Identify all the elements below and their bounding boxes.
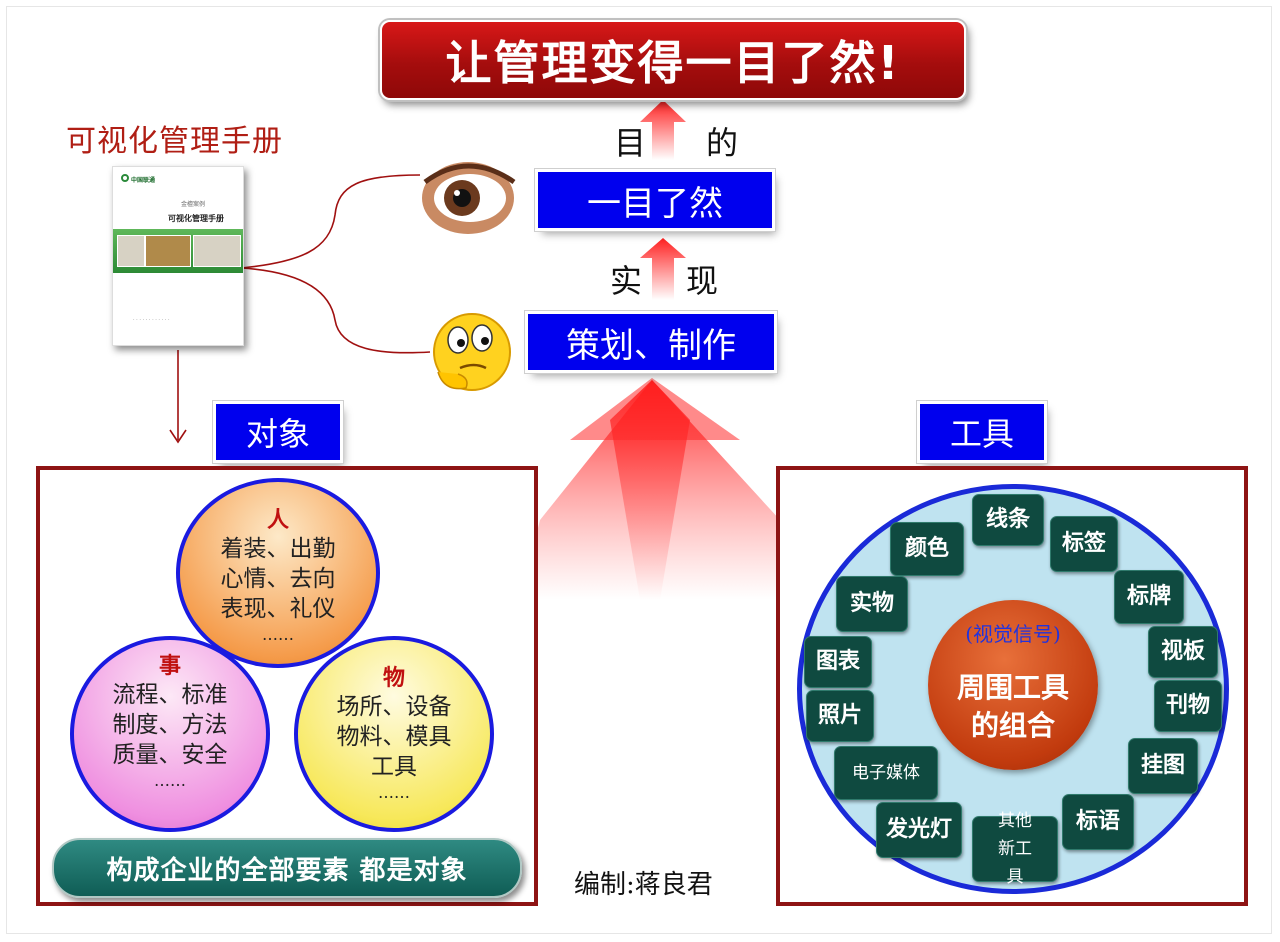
affairs-line: 质量、安全 xyxy=(112,742,228,768)
people-circle: 人 着装、出勤 心情、去向 表现、礼仪 …… xyxy=(176,478,380,668)
realize-right: 现 xyxy=(686,262,719,300)
tool-publication: 刊物 xyxy=(1154,680,1222,732)
manual-down-head xyxy=(169,429,187,444)
tool-signboard: 标牌 xyxy=(1114,570,1184,624)
people-line: 心情、去向 xyxy=(220,566,336,592)
tool-slogan: 标语 xyxy=(1062,794,1134,850)
beam-center xyxy=(570,378,740,440)
manual-caption: 可视化管理手册 xyxy=(66,124,283,159)
arrow-to-goal xyxy=(640,238,686,300)
cover-photo xyxy=(117,235,145,267)
things-line: 物料、模具 xyxy=(336,724,452,750)
thinking-face-icon xyxy=(433,313,511,391)
tool-other: 其他新工具 xyxy=(972,811,1058,887)
people-line: …… xyxy=(262,625,294,644)
center-line1: 周围工具 xyxy=(956,671,1069,704)
cover-title: 可视化管理手册 xyxy=(168,214,224,223)
eye-icon xyxy=(422,162,516,234)
tool-photo: 照片 xyxy=(806,690,874,742)
connector-to-eye xyxy=(241,174,421,269)
purpose-right: 的 xyxy=(706,124,739,162)
tool-physical: 实物 xyxy=(836,576,908,632)
tool-light: 发光灯 xyxy=(876,802,962,858)
tool-chart: 图表 xyxy=(804,636,872,688)
page-title: 让管理变得一目了然! xyxy=(380,20,966,100)
tools-header: 工具 xyxy=(920,404,1044,460)
cover-brand: 中国联通 xyxy=(131,177,156,184)
realize-left: 实 xyxy=(610,262,643,300)
purpose-left: 目 xyxy=(614,124,647,162)
things-head: 物 xyxy=(382,665,405,691)
cover-photo xyxy=(145,235,191,267)
action-box: 策划、制作 xyxy=(528,314,774,370)
cover-footer: · · · · · · · · · · · · xyxy=(133,317,170,323)
author-credit: 编制:蒋良君 xyxy=(574,870,713,900)
people-line: 着装、出勤 xyxy=(220,536,336,562)
goal-box: 一目了然 xyxy=(538,172,772,228)
tool-line: 线条 xyxy=(972,494,1044,546)
things-line: 场所、设备 xyxy=(336,694,452,720)
things-line: …… xyxy=(378,783,410,802)
page-frame xyxy=(6,6,1272,934)
affairs-circle: 事 流程、标准 制度、方法 质量、安全 …… xyxy=(70,636,270,832)
tool-visual-board: 视板 xyxy=(1148,626,1218,678)
affairs-line: 制度、方法 xyxy=(112,712,228,738)
tool-wall-chart: 挂图 xyxy=(1128,738,1198,794)
affairs-head: 事 xyxy=(158,653,181,679)
tool-tag: 标签 xyxy=(1050,516,1118,572)
manual-cover: 中国联通 金檀案例 可视化管理手册 · · · · · · · · · · · … xyxy=(112,166,244,346)
objects-footer-banner: 构成企业的全部要素 都是对象 xyxy=(52,838,522,898)
center-signal: (视觉信号) xyxy=(965,622,1061,646)
things-line: 工具 xyxy=(371,754,417,780)
cover-subtitle: 金檀案例 xyxy=(181,201,206,208)
objects-header: 对象 xyxy=(216,404,340,460)
brand-logo-icon xyxy=(121,174,129,182)
affairs-line: 流程、标准 xyxy=(112,682,228,708)
arrow-to-title xyxy=(640,100,686,160)
tool-e-media: 电子媒体 xyxy=(834,746,938,800)
things-circle: 物 场所、设备 物料、模具 工具 …… xyxy=(294,636,494,832)
cover-photo xyxy=(193,235,241,267)
people-line: 表现、礼仪 xyxy=(220,596,336,622)
affairs-line: …… xyxy=(154,771,186,790)
center-line2: 的组合 xyxy=(970,709,1055,742)
people-head: 人 xyxy=(266,507,289,533)
tool-color: 颜色 xyxy=(890,522,964,576)
tools-center-circle: (视觉信号) 周围工具 的组合 xyxy=(928,600,1098,770)
connector-to-thinker xyxy=(241,267,431,354)
